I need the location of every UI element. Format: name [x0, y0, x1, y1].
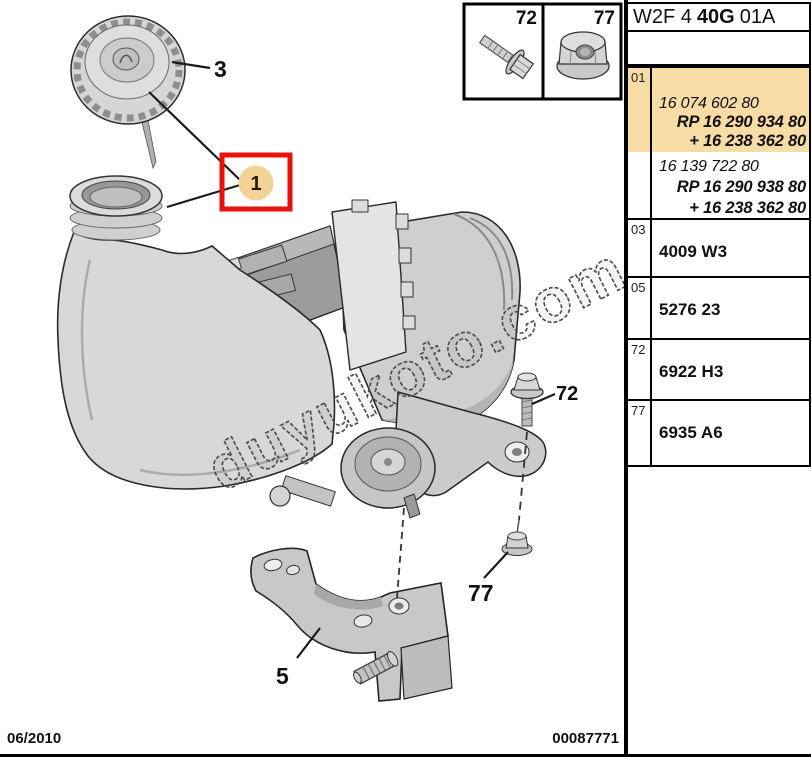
highlight-band — [628, 68, 809, 152]
code-suffix: 01A — [739, 6, 776, 28]
table-row-01[interactable]: 01 16 074 602 80 RP 16 290 934 80 + 16 2… — [628, 68, 811, 220]
reservoir-drawing — [56, 175, 336, 490]
inset-nut-drawing — [556, 31, 610, 80]
part-number: 16 139 722 80 — [659, 158, 759, 175]
part-code: 5276 23 — [659, 300, 721, 319]
part-number-group-highlighted: 16 074 602 80 RP 16 290 934 80 + 16 238 … — [652, 68, 809, 152]
row-ref: 77 — [628, 401, 652, 465]
inset-77-label: 77 — [594, 8, 615, 29]
row-ref: 03 — [628, 220, 652, 276]
table-row-03[interactable]: 03 4009 W3 — [628, 220, 811, 278]
cap-drawing — [70, 15, 186, 170]
selection-box — [219, 152, 293, 212]
table-row-77[interactable]: 77 6935 A6 — [628, 401, 811, 467]
fastener-inset-box: 72 77 — [462, 2, 623, 101]
bolt-axis-dashed-line — [518, 431, 528, 521]
callout-5-label[interactable]: 5 — [276, 663, 289, 689]
panel-spacer-box — [628, 32, 811, 68]
part-code: 6935 A6 — [659, 423, 723, 442]
row-ref: 01 — [628, 68, 652, 218]
leader-lines — [148, 60, 556, 659]
code-bold: 40G — [696, 6, 735, 28]
replacement-part-number: RP 16 290 938 80 — [676, 178, 806, 196]
code-prefix: W2F 4 — [633, 6, 692, 28]
callout-72-label[interactable]: 72 — [556, 383, 578, 405]
nut-drawing — [501, 519, 533, 556]
callout-77-label[interactable]: 77 — [468, 580, 494, 606]
document-number: 00087771 — [552, 730, 619, 747]
exploded-diagram: 1 3 72 77 5 — [56, 2, 625, 702]
bracket-drawing — [250, 547, 453, 702]
inset-72-label: 72 — [516, 8, 537, 29]
table-row-05[interactable]: 05 5276 23 — [628, 278, 811, 340]
table-row-72[interactable]: 72 6922 H3 — [628, 340, 811, 401]
part-number: 16 074 602 80 — [659, 95, 759, 112]
callout-1-label: 1 — [250, 173, 261, 195]
callout-circle — [238, 165, 274, 201]
part-number-group: 16 139 722 80 RP 16 290 938 80 + 16 238 … — [652, 152, 809, 219]
row-ref: 72 — [628, 340, 652, 399]
inset-screw-drawing — [478, 34, 535, 80]
edition-date: 06/2010 — [7, 730, 62, 747]
part-code: 6922 H3 — [659, 362, 724, 381]
additional-part-number: + 16 238 362 80 — [689, 132, 806, 150]
stud-icon — [353, 651, 399, 685]
row-01-part-numbers: 16 074 602 80 RP 16 290 934 80 + 16 238 … — [652, 68, 809, 218]
bolt-drawing — [510, 372, 544, 427]
replacement-part-number: RP 16 290 934 80 — [676, 113, 806, 131]
pump-stud-dashed-line — [396, 507, 405, 599]
pump-lower-drawing — [269, 427, 436, 519]
callout-3-label[interactable]: 3 — [214, 56, 227, 82]
callout-1-hotspot[interactable]: 1 — [219, 152, 293, 212]
bottom-border — [0, 754, 811, 757]
part-code: 4009 W3 — [659, 242, 728, 261]
additional-part-number: + 16 238 362 80 — [689, 199, 806, 217]
row-ref: 05 — [628, 278, 652, 338]
